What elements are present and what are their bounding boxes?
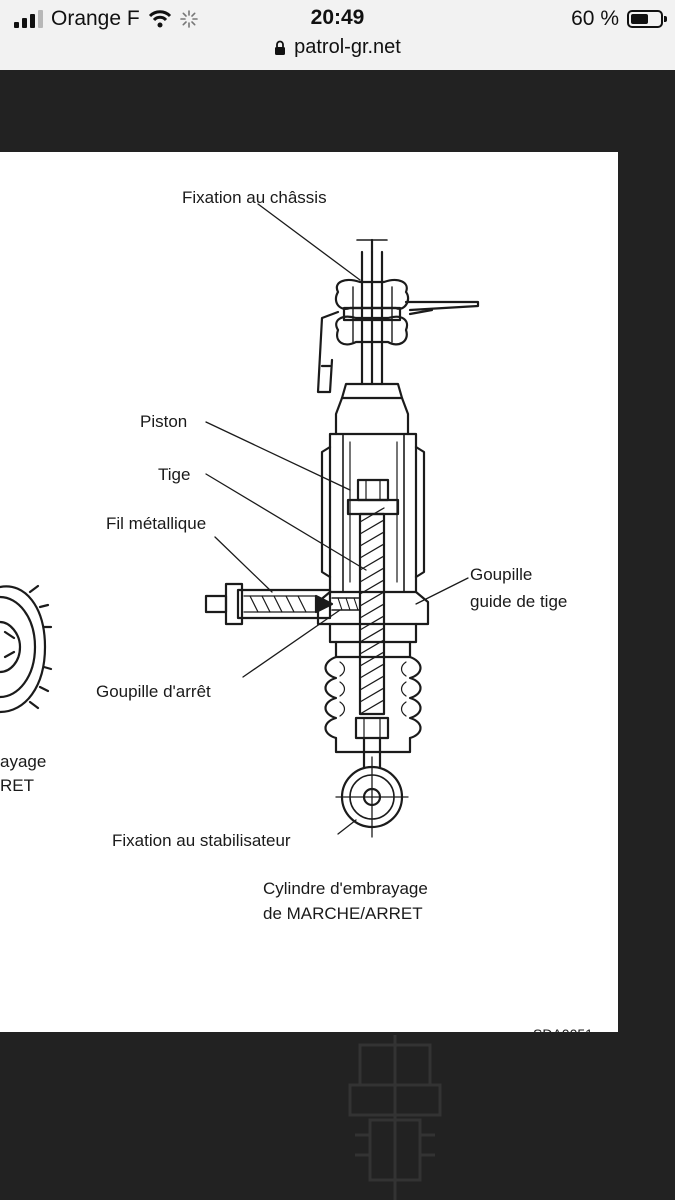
wifi-icon <box>148 10 171 28</box>
bellows <box>324 655 422 754</box>
status-bar: Orange F 20:49 60 % patrol-gr.net <box>0 0 675 70</box>
cellular-signal-icon <box>14 10 43 28</box>
label-goupille: Goupille <box>470 565 533 584</box>
label-piston: Piston <box>140 412 188 431</box>
rod-hatched <box>358 507 386 716</box>
lock-icon <box>275 40 286 55</box>
label-guide-de-tige: guide de tige <box>470 592 568 611</box>
address-bar[interactable]: patrol-gr.net <box>0 36 675 59</box>
carrier-name: Orange F <box>51 7 140 30</box>
caption-line-2: de MARCHE/ARRET <box>263 904 423 923</box>
battery-icon <box>627 10 667 28</box>
left-caption-line-2: RET <box>0 776 34 795</box>
loading-spinner-icon <box>179 10 198 28</box>
label-fixation-chassis: Fixation au châssis <box>182 188 327 207</box>
url-text: patrol-gr.net <box>294 36 401 58</box>
clock: 20:49 <box>310 6 365 29</box>
label-goupille-arret: Goupille d'arrêt <box>96 682 211 701</box>
label-fil-metallique: Fil métallique <box>106 514 207 533</box>
caption-line-1: Cylindre d'embrayage <box>263 879 428 898</box>
schematic-figure: Fixation au châssis Piston Tige Fil méta… <box>0 152 618 1032</box>
left-partial-part <box>0 584 53 714</box>
figure-reference-code: SDA0051 <box>533 1024 593 1032</box>
label-fixation-stabilisateur: Fixation au stabilisateur <box>112 831 291 850</box>
battery-percent: 60 % <box>571 7 619 30</box>
background-ghost-drawing <box>348 1035 442 1200</box>
status-right: 60 % <box>571 6 667 32</box>
status-left: Orange F <box>14 6 198 32</box>
left-caption-line-1: ayage <box>0 752 47 771</box>
cylinder-diagram <box>0 203 480 838</box>
label-tige: Tige <box>158 465 191 484</box>
